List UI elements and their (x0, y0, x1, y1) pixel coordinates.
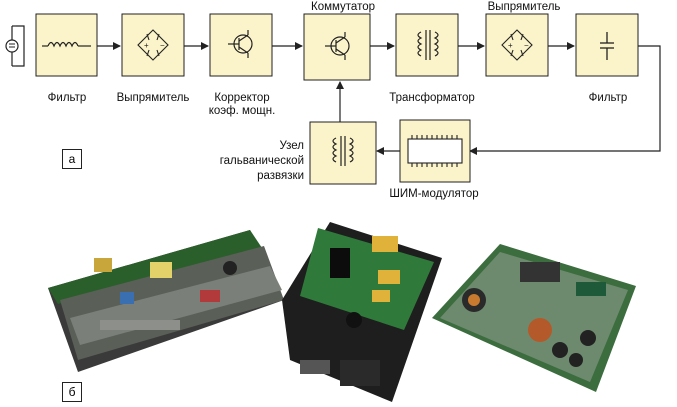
rectifier-input-label: Выпрямитель (116, 92, 190, 104)
rectifier-output-block: + − (485, 13, 549, 77)
transformer-icon (417, 30, 439, 60)
pfc-label-line1: Корректор (214, 92, 270, 104)
switch-label: Коммутатор (311, 1, 375, 13)
svg-text:+: + (144, 41, 149, 50)
pwm-block (399, 119, 471, 183)
capacitor-icon (600, 32, 614, 60)
power-supply-photo-3 (432, 244, 636, 392)
inductor-icon (42, 41, 91, 48)
signal-lines (16, 25, 661, 155)
switch-block (303, 13, 371, 81)
panel-tag-a: а (62, 149, 82, 169)
panel-tag-b: б (62, 382, 82, 402)
isolation-label-line2: гальванической (219, 155, 304, 167)
isolation-label-line1: Узел (279, 140, 304, 152)
pwm-label: ШИМ-модулятор (389, 188, 479, 200)
diode-bridge-icon: + − (501, 29, 533, 61)
svg-text:−: − (524, 41, 529, 50)
power-supply-photo-2 (282, 222, 442, 402)
ac-source-icon (5, 25, 19, 67)
transistor-icon (325, 32, 350, 60)
filter-input-label: Фильтр (47, 92, 87, 104)
svg-text:−: − (160, 41, 165, 50)
filter-input-block (35, 13, 98, 77)
filter-output-label: Фильтр (588, 92, 628, 104)
power-supply-photo-1 (48, 230, 284, 372)
isolation-label-line3: развязки (257, 170, 304, 182)
transformer-label: Трансформатор (389, 92, 475, 104)
svg-text:+: + (508, 41, 513, 50)
rectifier-output-label: Выпрямитель (487, 1, 561, 13)
pfc-block (209, 13, 273, 77)
diode-bridge-icon: + − (137, 29, 169, 61)
transistor-icon (228, 30, 253, 58)
transformer-block (395, 13, 459, 77)
isolation-block (309, 121, 377, 185)
rectifier-input-block: + − (121, 13, 185, 77)
pfc-label-line2: коэф. мощн. (208, 105, 276, 117)
chip-icon (407, 135, 463, 167)
transformer-icon (332, 136, 354, 166)
filter-output-block (575, 13, 639, 77)
